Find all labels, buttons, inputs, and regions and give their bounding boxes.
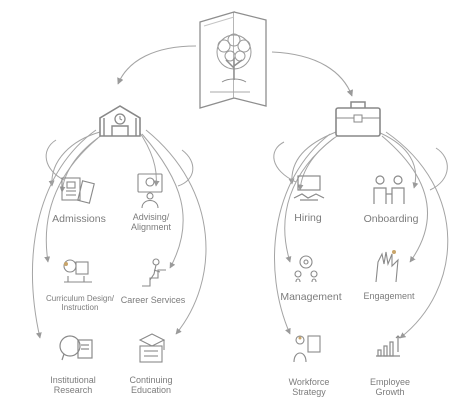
- management-gears-icon: [294, 255, 318, 283]
- arrow-root-to-business: [271, 51, 353, 97]
- advisor-icon: [137, 173, 163, 209]
- school-building-icon: [99, 105, 141, 137]
- curriculum-icon: [63, 259, 92, 283]
- onboarding-icon: [373, 175, 405, 204]
- workforce-strategy-icon: [293, 335, 321, 363]
- briefcase-icon: [335, 101, 381, 137]
- engagement-hands-icon: [375, 250, 399, 283]
- node-label-employee-growth: Employee Growth: [369, 377, 411, 398]
- node-label-continuing-education: Continuing Education: [129, 375, 173, 396]
- research-magnifier-icon: [59, 335, 93, 361]
- growth-chart-icon: [376, 335, 401, 357]
- education-branch-arrows: [31, 129, 207, 339]
- node-label-management: Management: [280, 291, 342, 303]
- continuing-education-icon: [138, 333, 166, 363]
- node-label-career-services: Career Services: [120, 295, 186, 305]
- node-label-workforce-strategy: Workforce Strategy: [288, 377, 330, 398]
- node-label-institutional-research: Institutional Research: [50, 375, 96, 396]
- documents-icon: [61, 177, 95, 204]
- node-label-hiring: Hiring: [294, 212, 322, 224]
- book-tree-icon: [199, 11, 267, 109]
- node-label-engagement: Engagement: [363, 291, 415, 301]
- node-label-admissions: Admissions: [52, 213, 106, 225]
- node-label-onboarding: Onboarding: [363, 213, 419, 225]
- handshake-icon: [293, 175, 325, 201]
- business-branch-arrows: [273, 131, 449, 339]
- node-label-curriculum: Curriculum Design/ Instruction: [45, 294, 115, 313]
- node-label-advising: Advising/ Alignment: [130, 212, 172, 233]
- arrow-root-to-education: [117, 45, 197, 85]
- career-ladder-icon: [142, 258, 166, 287]
